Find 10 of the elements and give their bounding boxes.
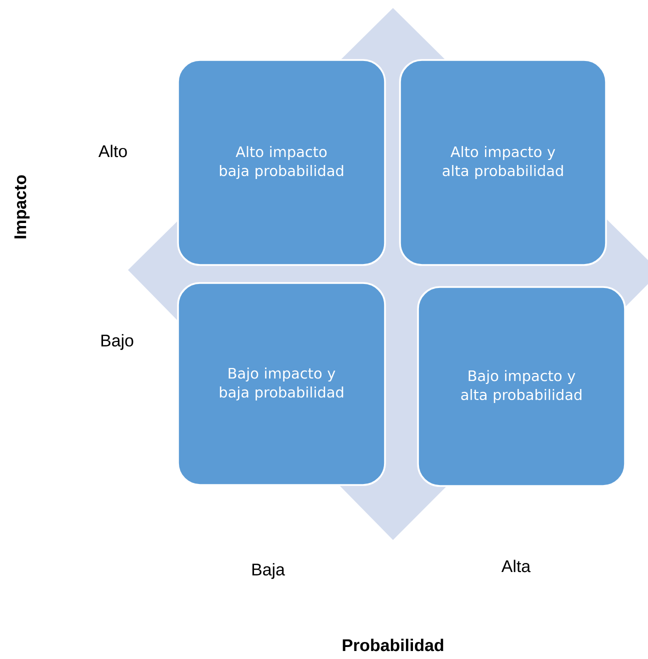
axis-label: Bajo: [101, 334, 134, 350]
rounded-box: Bajo impacto y alta probabilidad: [417, 286, 626, 487]
axis-title: Probabilidad: [342, 638, 444, 652]
axis-title: Impacto: [14, 175, 30, 238]
rounded-box: Bajo impacto y baja probabilidad: [177, 282, 386, 486]
axis-label: Baja: [252, 563, 285, 579]
axis-label: Alto: [98, 144, 127, 158]
rounded-box: Alto impacto y alta probabilidad: [399, 59, 607, 266]
rounded-box: Alto impacto baja probabilidad: [177, 59, 386, 266]
axis-label: Alta: [501, 560, 531, 572]
